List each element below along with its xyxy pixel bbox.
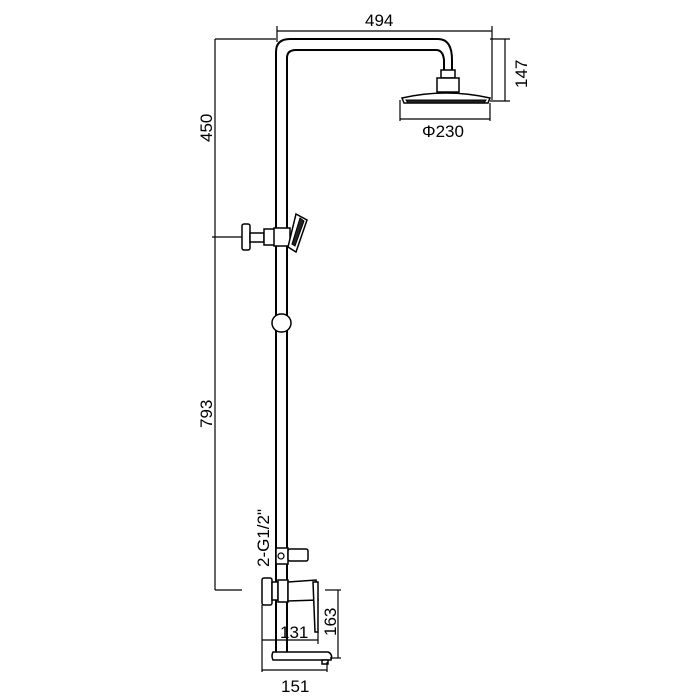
shower-head [400, 69, 492, 104]
dim-inlet-thread: 2-G1/2" [254, 509, 273, 567]
riser-pipe [275, 38, 453, 660]
bath-spout [271, 651, 333, 665]
dim-450: 450 [197, 114, 216, 142]
hand-shower-holder [241, 212, 308, 254]
slider-bracket [271, 313, 292, 333]
dim-131: 131 [280, 623, 308, 642]
dim-793: 793 [197, 400, 216, 428]
dim-147: 147 [512, 60, 531, 88]
diverter [275, 547, 309, 565]
dim-diameter-230: Φ230 [422, 122, 464, 141]
dim-163: 163 [321, 608, 340, 636]
mixer-valve [261, 577, 319, 633]
dim-494: 494 [365, 11, 393, 30]
dimension-lines [212, 26, 510, 672]
dim-151: 151 [281, 677, 309, 696]
